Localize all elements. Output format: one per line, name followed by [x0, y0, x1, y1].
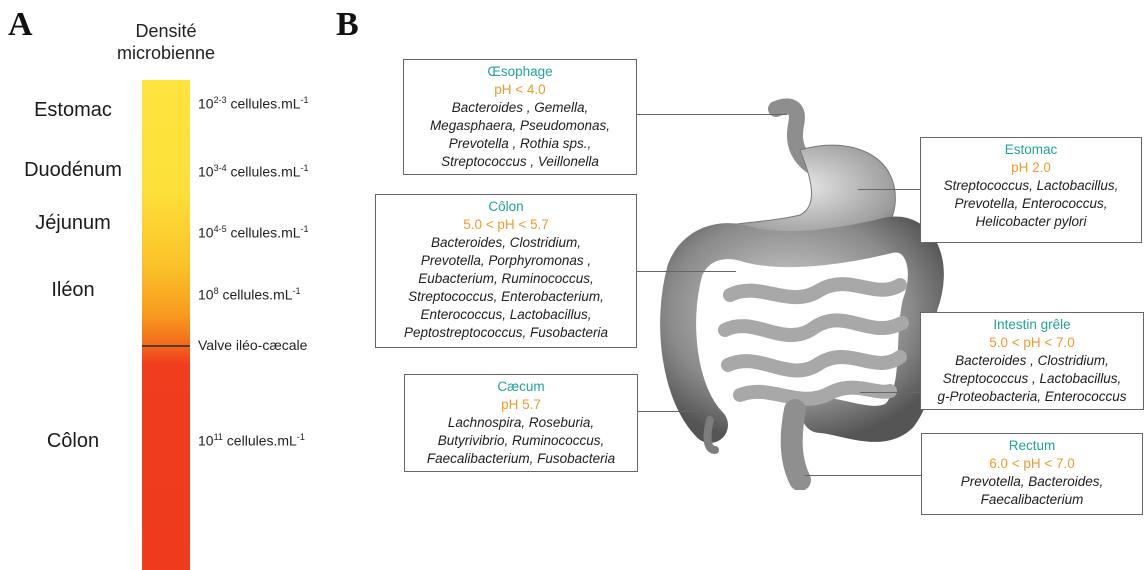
- density-title: Densité microbienne: [86, 20, 246, 64]
- species-line: Prevotella, Enterococcus,: [927, 195, 1135, 213]
- species-line: Bacteroides , Clostridium,: [927, 352, 1137, 370]
- organ-label-jejunum: Jéjunum: [14, 212, 132, 235]
- box-estomac-title: Estomac: [927, 141, 1135, 159]
- panel-b-letter: B: [336, 6, 359, 44]
- density-value-colon: 1011 cellules.mL-1: [198, 432, 305, 449]
- species-line: Prevotella, Porphyromonas ,: [382, 252, 630, 270]
- box-oesophage-ph: pH < 4.0: [410, 81, 630, 99]
- leader-estomac: [858, 189, 920, 190]
- box-intestin-title: Intestin grêle: [927, 316, 1137, 334]
- box-intestin-ph: 5.0 < pH < 7.0: [927, 334, 1137, 352]
- species-line: Lachnospira, Roseburia,: [411, 414, 631, 432]
- species-line: g-Proteobacteria, Enterococcus: [927, 388, 1137, 406]
- leader-intestin: [860, 392, 920, 393]
- density-value-ileon: 108 cellules.mL-1: [198, 286, 301, 303]
- box-rectum-ph: 6.0 < pH < 7.0: [928, 455, 1136, 473]
- species-line: Faecalibacterium, Fusobacteria: [411, 450, 631, 468]
- species-line: Prevotella, Bacteroides,: [928, 473, 1136, 491]
- valve-marker-line: [142, 345, 190, 347]
- density-gradient-bar: [142, 80, 190, 570]
- species-line: Bacteroides, Clostridium,: [382, 234, 630, 252]
- box-estomac-ph: pH 2.0: [927, 159, 1135, 177]
- density-value-duodenum: 103-4 cellules.mL-1: [198, 163, 309, 180]
- species-line: Streptococcus, Enterobacterium,: [382, 288, 630, 306]
- box-rectum-title: Rectum: [928, 437, 1136, 455]
- species-line: Megasphaera, Pseudomonas,: [410, 117, 630, 135]
- density-value-jejunum: 104-5 cellules.mL-1: [198, 224, 309, 241]
- panel-a-letter: A: [8, 6, 33, 44]
- organ-label-duodenum: Duodénum: [14, 159, 132, 182]
- species-line: Streptococcus, Lactobacillus,: [927, 177, 1135, 195]
- species-line: Streptococcus , Veillonella: [410, 153, 630, 171]
- box-colon-title: Côlon: [382, 198, 630, 216]
- leader-oesophage: [612, 114, 787, 115]
- species-line: Enterococcus, Lactobacillus,: [382, 306, 630, 324]
- rectum-shape: [792, 410, 800, 480]
- box-estomac: Estomac pH 2.0 Streptococcus, Lactobacil…: [920, 137, 1142, 243]
- species-line: Streptococcus , Lactobacillus,: [927, 370, 1137, 388]
- valve-label: Valve iléo-cæcale: [198, 337, 307, 353]
- species-line: Helicobacter pylori: [927, 213, 1135, 231]
- box-oesophage: Œsophage pH < 4.0 Bacteroides , Gemella,…: [403, 59, 637, 175]
- box-caecum-ph: pH 5.7: [411, 396, 631, 414]
- box-colon: Côlon 5.0 < pH < 5.7 Bacteroides, Clostr…: [375, 194, 637, 348]
- box-rectum: Rectum 6.0 < pH < 7.0 Prevotella, Bacter…: [921, 433, 1143, 515]
- organ-label-ileon: Iléon: [14, 279, 132, 302]
- box-caecum-title: Cæcum: [411, 378, 631, 396]
- density-title-line2: microbienne: [86, 42, 246, 64]
- organ-label-estomac: Estomac: [14, 99, 132, 122]
- species-line: Butyrivibrio, Ruminococcus,: [411, 432, 631, 450]
- leader-rectum: [805, 475, 921, 476]
- species-line: Eubacterium, Ruminococcus,: [382, 270, 630, 288]
- small-intestine-shape: [725, 284, 902, 399]
- species-line: Peptostreptococcus, Fusobacteria: [382, 324, 630, 342]
- box-intestin-grele: Intestin grêle 5.0 < pH < 7.0 Bacteroide…: [920, 312, 1144, 410]
- box-colon-ph: 5.0 < pH < 5.7: [382, 216, 630, 234]
- species-line: Faecalibacterium: [928, 491, 1136, 509]
- species-line: Prevotella , Rothia sps.,: [410, 135, 630, 153]
- density-title-line1: Densité: [86, 20, 246, 42]
- species-line: Bacteroides , Gemella,: [410, 99, 630, 117]
- box-caecum: Cæcum pH 5.7 Lachnospira, Roseburia, But…: [404, 374, 638, 472]
- density-value-estomac: 102-3 cellules.mL-1: [198, 95, 309, 112]
- box-oesophage-title: Œsophage: [410, 63, 630, 81]
- leader-caecum: [637, 411, 707, 412]
- organ-label-colon: Côlon: [14, 430, 132, 453]
